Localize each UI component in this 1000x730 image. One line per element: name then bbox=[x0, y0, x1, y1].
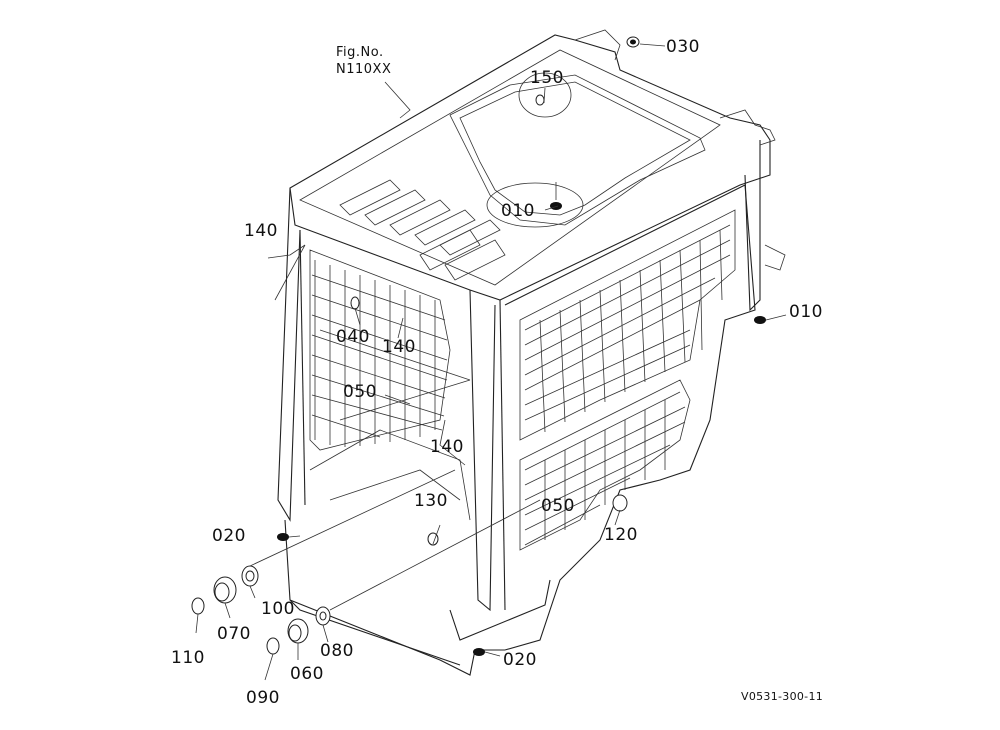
part-040 bbox=[350, 296, 360, 310]
callout-020-bottom: 020 bbox=[503, 650, 537, 670]
callout-040: 040 bbox=[336, 327, 370, 347]
part-110 bbox=[191, 597, 205, 615]
callout-150: 150 bbox=[530, 68, 564, 88]
callout-010-top: 010 bbox=[501, 201, 535, 221]
callout-030: 030 bbox=[666, 37, 700, 57]
callout-050-right: 050 bbox=[541, 496, 575, 516]
part-020-bottom bbox=[473, 648, 485, 656]
part-030 bbox=[626, 36, 640, 48]
part-020-left bbox=[277, 533, 289, 541]
part-130 bbox=[427, 532, 439, 546]
callout-070: 070 bbox=[217, 624, 251, 644]
left-mesh-grid bbox=[311, 260, 448, 447]
part-100 bbox=[241, 565, 259, 587]
callout-130: 130 bbox=[414, 491, 448, 511]
callout-140-low: 140 bbox=[430, 437, 464, 457]
callout-080: 080 bbox=[320, 641, 354, 661]
figure-number-value: N110XX bbox=[336, 62, 392, 77]
leader-lines bbox=[195, 43, 787, 681]
callout-090: 090 bbox=[246, 688, 280, 708]
callout-020-left: 020 bbox=[212, 526, 246, 546]
part-150 bbox=[518, 72, 572, 118]
callout-140-mid: 140 bbox=[382, 337, 416, 357]
part-120 bbox=[612, 494, 628, 512]
callout-050-left: 050 bbox=[343, 382, 377, 402]
callout-060: 060 bbox=[290, 664, 324, 684]
callout-010-right: 010 bbox=[789, 302, 823, 322]
part-010-right bbox=[754, 316, 766, 324]
part-010-top bbox=[486, 182, 584, 228]
part-090 bbox=[266, 637, 280, 655]
right-mesh-grid bbox=[524, 224, 731, 546]
callout-110: 110 bbox=[171, 648, 205, 668]
cabin-frame bbox=[277, 29, 786, 676]
callout-100: 100 bbox=[261, 599, 295, 619]
left-mesh bbox=[309, 249, 451, 451]
part-060 bbox=[287, 618, 309, 644]
part-080 bbox=[315, 606, 331, 626]
callout-120: 120 bbox=[604, 525, 638, 545]
part-070 bbox=[213, 576, 237, 604]
figure-number-label: Fig.No. bbox=[336, 45, 384, 60]
drawing-code: V0531-300-11 bbox=[741, 690, 824, 703]
callout-140-left: 140 bbox=[244, 221, 278, 241]
right-mesh bbox=[519, 209, 736, 551]
